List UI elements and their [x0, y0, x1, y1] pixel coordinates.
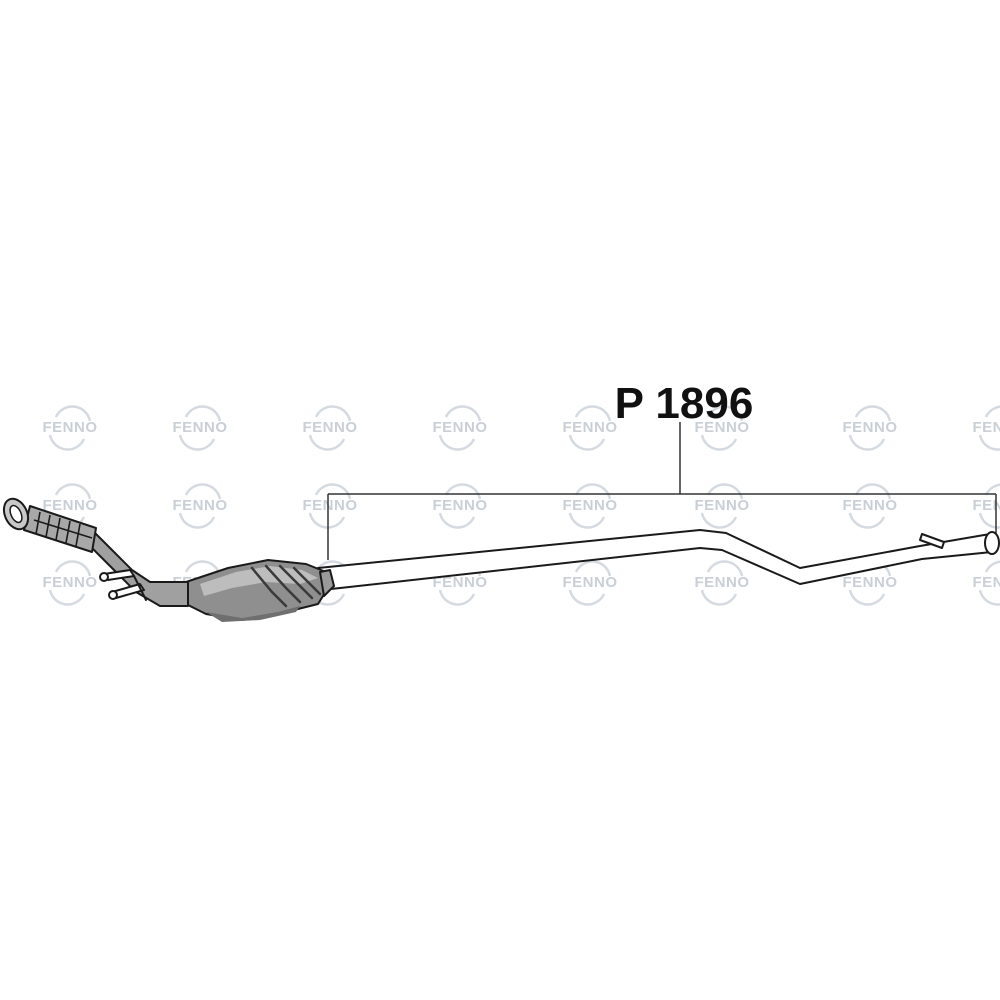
- watermark-logo: FENNO: [843, 483, 898, 529]
- watermark-logo: FENNO: [43, 560, 98, 606]
- watermark-logo: FENNO: [695, 560, 750, 606]
- outlet-flange: [984, 531, 1000, 555]
- inlet-flange-bore: [9, 504, 23, 524]
- watermark-text: FENNO: [43, 419, 98, 436]
- watermark-text: FENNO: [433, 419, 488, 436]
- watermark-text: FENNO: [433, 497, 488, 514]
- watermark-logo: FENNO: [973, 405, 1000, 451]
- watermark-logo: FENNO: [433, 483, 488, 529]
- watermark-logo: FENNO: [843, 405, 898, 451]
- span-bracket: [327, 422, 997, 560]
- watermark-text: FENNO: [43, 574, 98, 591]
- converter-shadow: [206, 606, 300, 622]
- watermark-logo: FENNO: [433, 405, 488, 451]
- watermark-logo: FENNO: [695, 483, 750, 529]
- watermark-logo: FENNO: [303, 405, 358, 451]
- watermark-text: FENNO: [303, 497, 358, 514]
- watermark-text: FENNO: [843, 419, 898, 436]
- watermark-text: FENNO: [843, 574, 898, 591]
- watermark-logo: FENNO: [695, 405, 750, 451]
- flex-joint-braid: [33, 511, 93, 547]
- watermark-text: FENNO: [433, 574, 488, 591]
- watermark-logo: FENNO: [303, 483, 358, 529]
- watermark-text: FENNO: [695, 497, 750, 514]
- watermark-logo: FENNO: [973, 560, 1000, 606]
- watermark-layer: FENNO FENNO FENNO FENNO FENNO FENNO FENNO FENNO…: [43, 405, 1000, 606]
- mounting-stud: [919, 533, 945, 549]
- part-number-label: P 1896: [615, 379, 754, 428]
- watermark-logo: FENNO: [563, 560, 618, 606]
- watermark-text: FENNO: [173, 419, 228, 436]
- watermark-logo: FENNO: [173, 483, 228, 529]
- watermark-logo: FENNO: [563, 483, 618, 529]
- watermark-logo: FENNO: [43, 405, 98, 451]
- watermark-text: FENNO: [695, 419, 750, 436]
- watermark-text: FENNO: [303, 419, 358, 436]
- watermark-logo: FENNO: [563, 405, 618, 451]
- watermark-text: FENNO: [563, 574, 618, 591]
- converter-outlet-cone: [319, 569, 335, 597]
- exhaust-assembly: [2, 497, 1000, 622]
- watermark-logo: FENNO: [173, 405, 228, 451]
- watermark-text: FENNO: [43, 497, 98, 514]
- watermark-text: FENNO: [563, 419, 618, 436]
- watermark-text: FENNO: [973, 497, 1000, 514]
- sensor-brackets: [99, 569, 147, 601]
- converter-ribs: [250, 564, 322, 608]
- inlet-pipe: [91, 531, 189, 607]
- watermark-text: FENNO: [695, 574, 750, 591]
- watermark-text: FENNO: [173, 497, 228, 514]
- watermark-text: FENNO: [843, 497, 898, 514]
- watermark-text: FENNO: [563, 497, 618, 514]
- watermark-text: FENNO: [973, 574, 1000, 591]
- watermark-text: FENNO: [973, 419, 1000, 436]
